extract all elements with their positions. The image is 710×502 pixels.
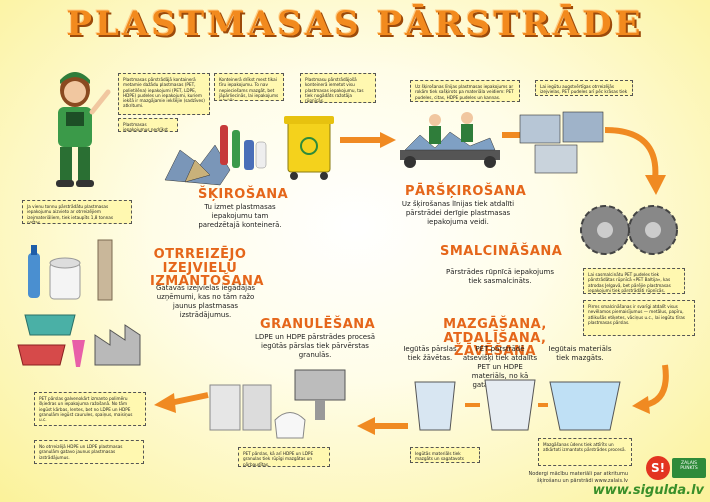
info-note: Konteinerā drīkst mest tikai tīru iepako… bbox=[214, 73, 284, 101]
stage-desc-granulation: LDPE un HDPE pārstrādes procesā iegūtās … bbox=[254, 333, 376, 360]
products-illustration bbox=[17, 239, 141, 367]
info-note: Plastmasas pārstrādājā kontainerā metami… bbox=[118, 73, 210, 115]
stage-desc-sorting: Tu izmet plastmasas iepakojumu tam pared… bbox=[198, 203, 282, 230]
stage-desc-resorting: Uz šķirošanas līnijas tiek atdalīti pārs… bbox=[401, 200, 515, 227]
washing-illustration bbox=[414, 379, 621, 431]
stage-desc-washing: Iegūtais materiāls tiek mazgāts. bbox=[548, 345, 612, 363]
info-note: Lai iegūtu augstvērtīgas otrreizējās ize… bbox=[535, 80, 633, 96]
resorting-illustration bbox=[400, 112, 500, 168]
footer-text: Nodergi mācību materiāli par atkritumu š… bbox=[478, 471, 628, 484]
stage-title-reuse: OTRREIZĒJO IZEJVIELU IZMANTOŠANA bbox=[150, 247, 264, 290]
info-note: Uz šķirošanas līnijas plastmasas iepakoj… bbox=[410, 80, 520, 102]
info-note: Ja vienu tonnu pārstrādātu plastmasas ie… bbox=[22, 200, 132, 224]
arrow-icon bbox=[340, 132, 396, 148]
shredder-gears-illustration bbox=[580, 205, 678, 255]
sigulda-logo: S! bbox=[646, 456, 670, 480]
info-note: Lai sasmalcinātu PET pudeles tiek pārstr… bbox=[583, 268, 685, 294]
info-note: Plastmasas iepakojumus nedrīkst jaukt ar… bbox=[118, 118, 178, 132]
sorting-illustration bbox=[164, 116, 334, 186]
info-note: PET pārslas, kā arī HDPE un LDPE granula… bbox=[238, 447, 330, 467]
stage-title-resorting: PĀRŠĶIROŠANA bbox=[405, 184, 527, 199]
info-note: PET pārslas galvenokārt izmanto polimēru… bbox=[34, 392, 146, 426]
info-note: Iegūtās materiāls tiek mazgāts un sagata… bbox=[410, 447, 480, 463]
stage-desc-drying: Iegūtās pārslas tiek žāvētas. bbox=[403, 345, 457, 363]
arrow-icon bbox=[357, 417, 408, 435]
website-link[interactable]: www.sigulda.lv bbox=[592, 483, 704, 498]
poster-title: PLASTMASAS PĀRSTRĀDE bbox=[66, 4, 644, 44]
stage-title-washing: MAZGĀŠANA, ATDALĪŠANA, ŽĀVĒŠANA bbox=[443, 317, 547, 360]
arrow-icon bbox=[154, 392, 209, 413]
footer-line-2: šķirošanu un pārstrādi www.zalais.lv bbox=[536, 477, 628, 484]
info-note: Plastmasu pārstrādājošā konteinerā iemet… bbox=[300, 73, 376, 103]
stage-desc-shredding: Pārstrādes rūpnīcā iepakojums tiek sasma… bbox=[446, 268, 554, 286]
arrow-icon bbox=[604, 127, 666, 195]
info-note: Mazgāšanas ūdens tiek attīrīts un atkārt… bbox=[538, 438, 632, 466]
stage-title-sorting: ŠĶIROŠANA bbox=[198, 187, 289, 202]
bales-illustration bbox=[519, 111, 604, 174]
zalais-punkts-logo: ZAĻAIS PUNKTS bbox=[672, 458, 706, 478]
stage-desc-reuse: Gatavās izejvielas iegādājas uzņēmumi, k… bbox=[155, 284, 256, 320]
stage-title-shredding: SMALCINĀŠANA bbox=[440, 244, 563, 259]
mascot-illustration bbox=[56, 72, 111, 187]
stage-title-granulation: GRANULĒŠANA bbox=[260, 317, 376, 332]
granulation-illustration bbox=[209, 369, 346, 439]
info-note: No otrreizējā HDPE un LDPE plastmasas gr… bbox=[34, 440, 144, 464]
arrow-icon bbox=[632, 364, 669, 414]
footer-line-1: Nodergi mācību materiāli par atkritumu bbox=[528, 471, 628, 477]
info-note: Pirms smalcināšanas ir svarīgi atdalīt v… bbox=[583, 300, 695, 336]
